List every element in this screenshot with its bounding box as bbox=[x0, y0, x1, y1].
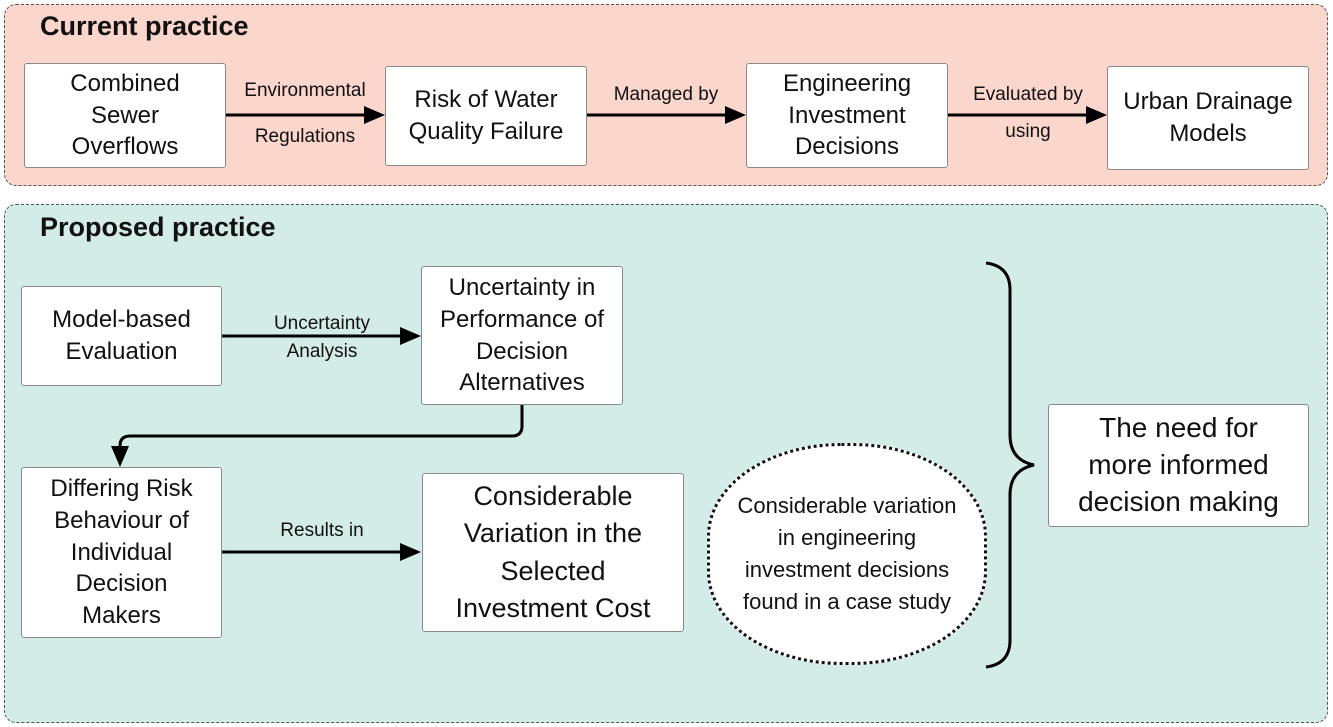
uncertainty-performance-box: Uncertainty in Performance of Decision A… bbox=[421, 266, 623, 405]
combined-sewer-overflows-box: Combined Sewer Overflows bbox=[24, 63, 226, 168]
engineering-investment-box: Engineering Investment Decisions bbox=[746, 63, 948, 168]
label-results-in: Results in bbox=[280, 520, 364, 541]
label-uncertainty: Uncertainty bbox=[273, 313, 371, 334]
label-regulations: Regulations bbox=[254, 126, 356, 147]
need-informed-decision-box: The need for more informed decision maki… bbox=[1048, 404, 1309, 527]
risk-water-quality-box: Risk of Water Quality Failure bbox=[385, 66, 587, 166]
label-evaluated-by: Evaluated by bbox=[973, 84, 1083, 105]
current-practice-title: Current practice bbox=[40, 11, 249, 41]
proposed-practice-title: Proposed practice bbox=[40, 212, 276, 242]
considerable-variation-cost-box: Considerable Variation in the Selected I… bbox=[422, 473, 684, 632]
differing-risk-behaviour-box: Differing Risk Behaviour of Individual D… bbox=[21, 467, 222, 638]
label-analysis: Analysis bbox=[286, 341, 358, 362]
label-managed-by: Managed by bbox=[613, 84, 719, 105]
urban-drainage-models-box: Urban Drainage Models bbox=[1107, 66, 1309, 170]
label-environmental: Environmental bbox=[244, 80, 366, 101]
case-study-oval: Considerable variation in engineering in… bbox=[707, 443, 987, 665]
label-using: using bbox=[1005, 121, 1051, 142]
model-based-evaluation-box: Model-based Evaluation bbox=[21, 286, 222, 386]
